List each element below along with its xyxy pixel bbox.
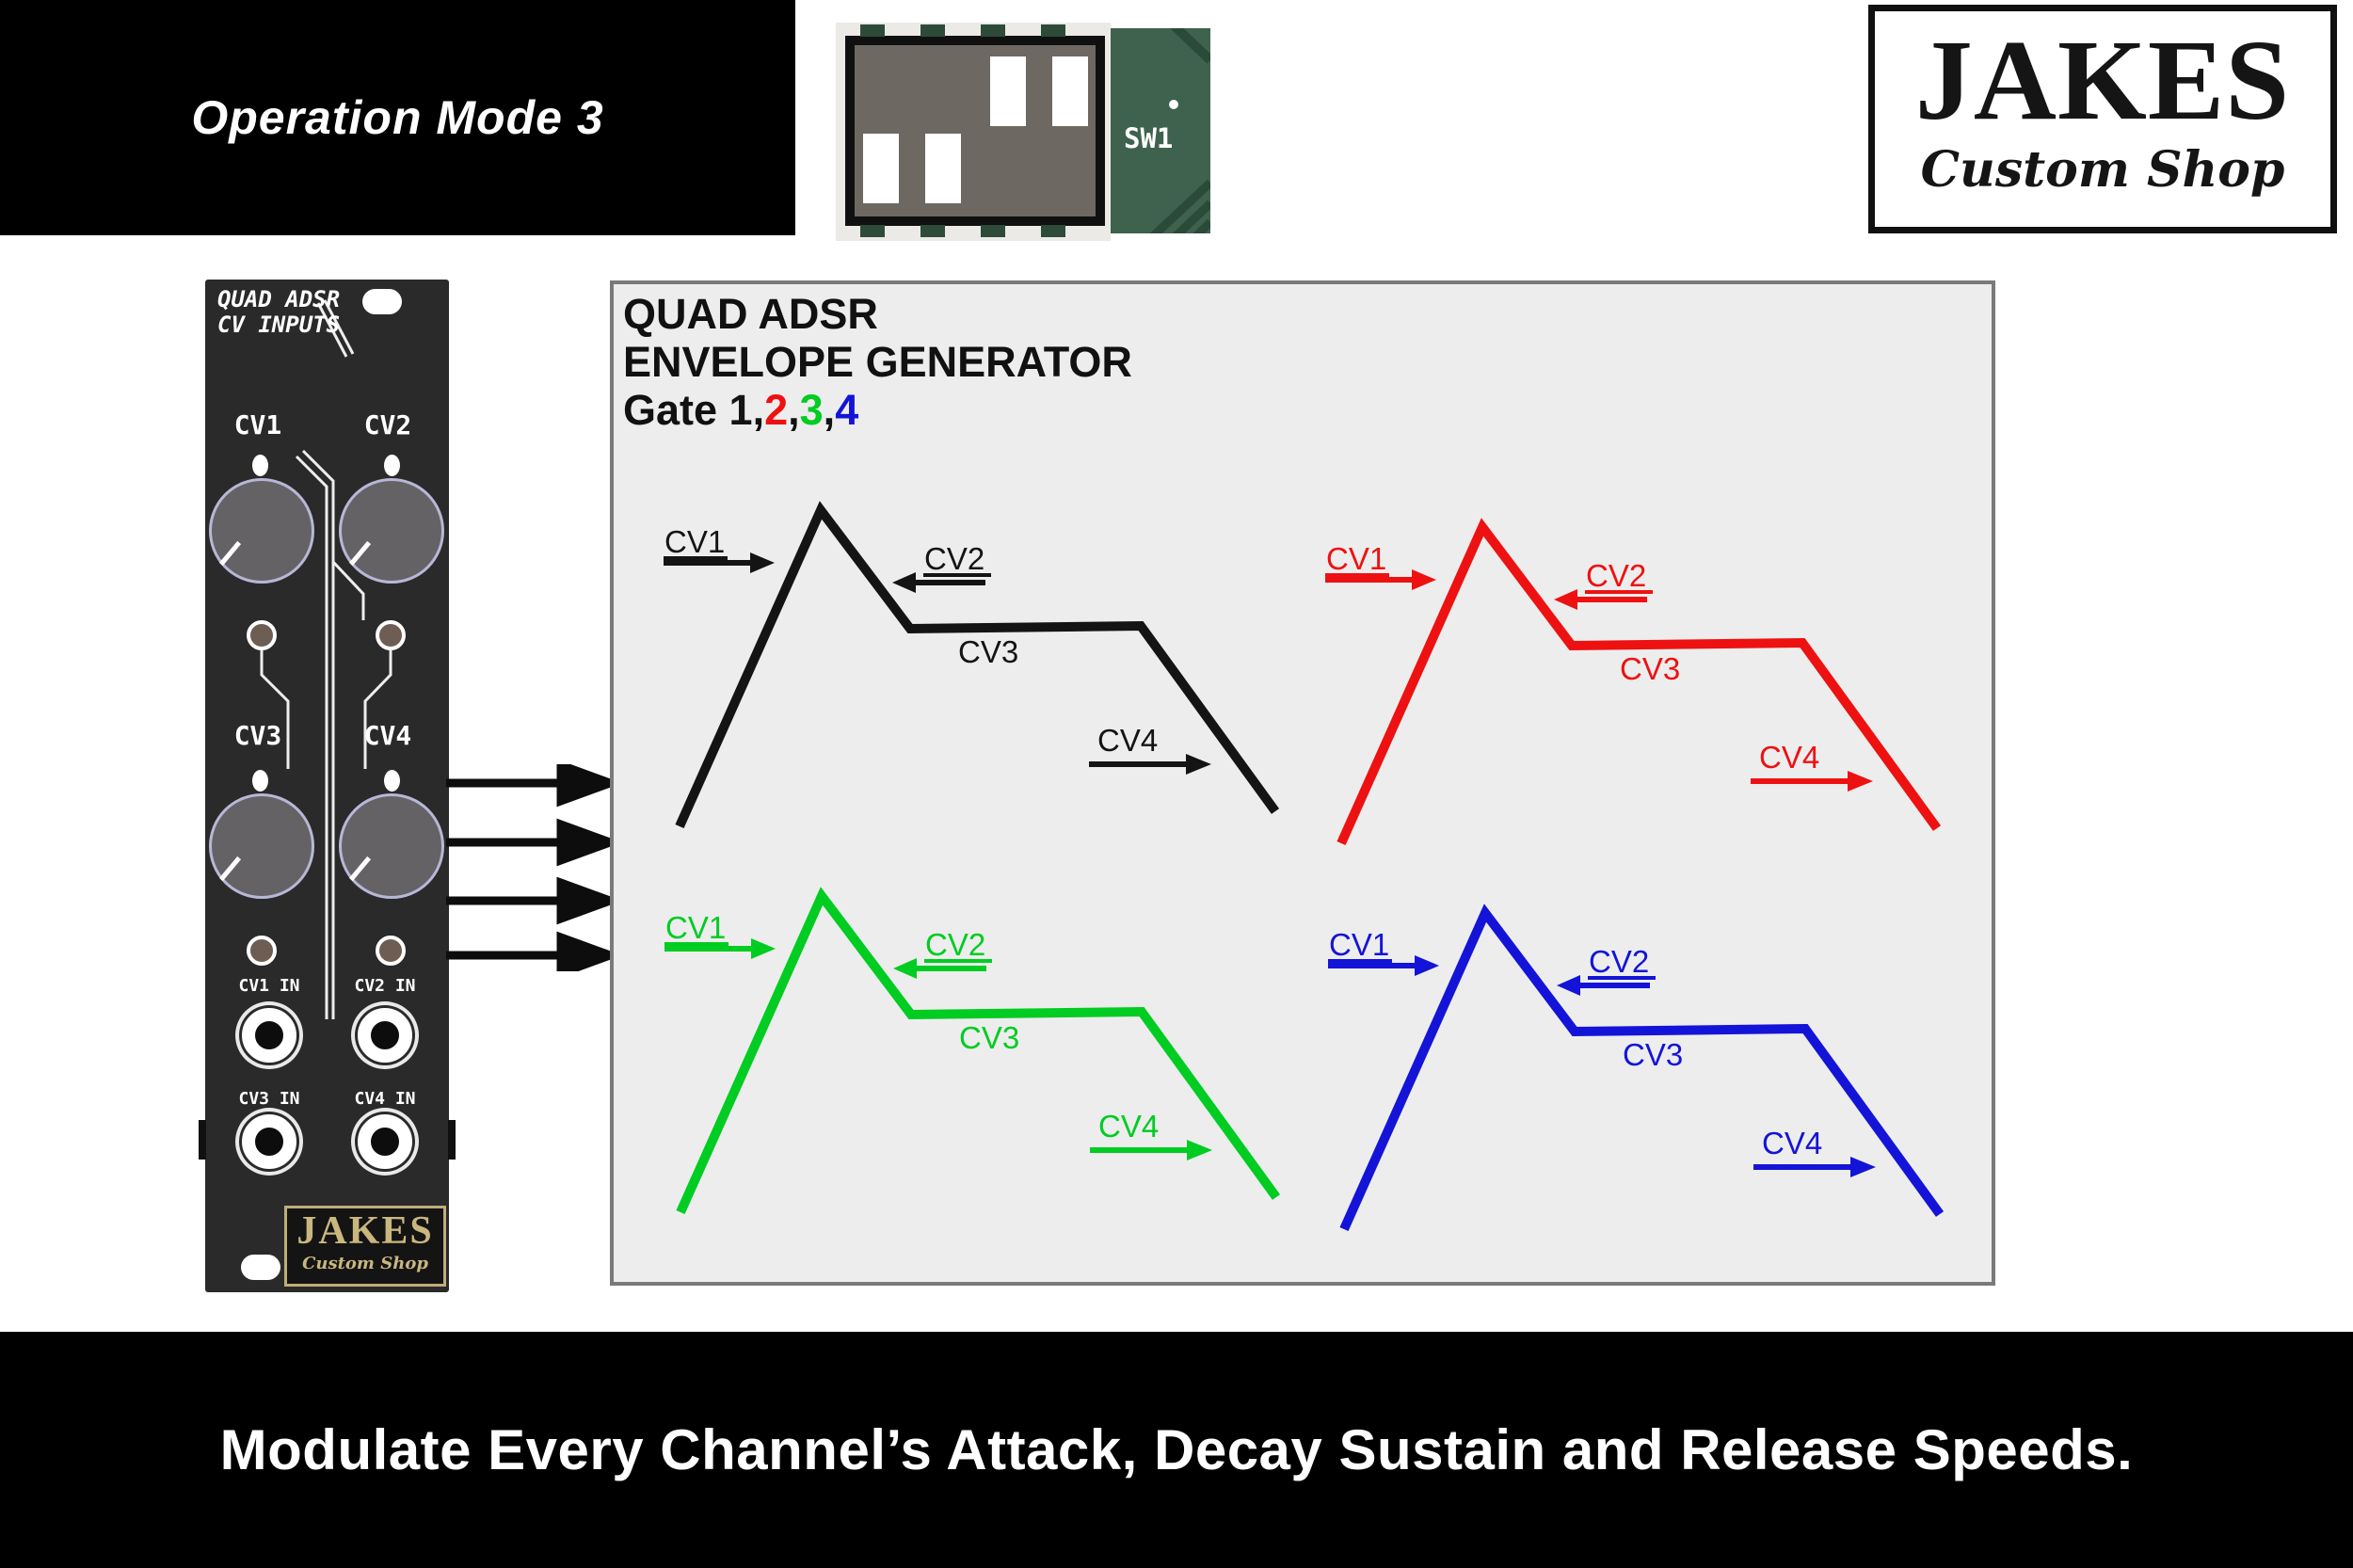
jack-label-cv3-in: CV3 IN xyxy=(238,1089,300,1109)
knob-label-cv1: CV1 xyxy=(233,409,282,440)
dip-switch-lever-1 xyxy=(863,134,899,203)
panel-trace-art xyxy=(260,299,392,1019)
svg-text:CV1: CV1 xyxy=(664,524,725,559)
trimmer-cv3 xyxy=(247,936,277,966)
logo-brand-text: JAKES xyxy=(1914,17,2291,144)
jack-cv1-in xyxy=(242,1008,296,1063)
pcb-ref-designator: SW1 xyxy=(1124,122,1174,154)
module-front-panel: QUAD ADSR CV INPUTS CV1 CV2 CV3 CV4 CV1 … xyxy=(199,280,456,1292)
dip-switch-lever-3 xyxy=(990,56,1026,126)
svg-text:CV3: CV3 xyxy=(959,1020,1019,1055)
led-cv4 xyxy=(384,770,400,792)
jack-label-cv1-in: CV1 IN xyxy=(238,976,300,996)
knob-label-cv2: CV2 xyxy=(363,409,412,440)
svg-text:CV1: CV1 xyxy=(665,910,726,945)
module-title: QUAD ADSR CV INPUTS xyxy=(217,286,341,338)
svg-text:CV2: CV2 xyxy=(924,541,984,576)
svg-text:CV3: CV3 xyxy=(958,634,1018,669)
svg-text:CV2: CV2 xyxy=(1589,944,1649,979)
panel-heading-line1: QUAD ADSR xyxy=(623,290,878,338)
jack-cv3-in xyxy=(242,1114,296,1169)
svg-text:CV3: CV3 xyxy=(1620,651,1680,686)
jack-label-cv4-in: CV4 IN xyxy=(354,1089,416,1109)
svg-text:CV2: CV2 xyxy=(1586,558,1646,593)
trimmer-cv2 xyxy=(376,620,406,650)
pcb-photo: SW1 xyxy=(836,23,1210,241)
gate-line: Gate 1,2,3,4 xyxy=(623,386,1132,434)
jack-label-cv2-in: CV2 IN xyxy=(354,976,416,996)
knob-cv2 xyxy=(339,478,444,584)
caption-banner: Modulate Every Channel’s Attack, Decay S… xyxy=(0,1332,2353,1568)
led-cv2 xyxy=(384,455,400,476)
dip-switch-lever-4 xyxy=(1052,56,1088,126)
pcb-edge-tab-left xyxy=(199,1120,206,1160)
screw-hole-top xyxy=(362,289,402,314)
svg-text:CV2: CV2 xyxy=(925,927,985,962)
led-cv1 xyxy=(252,455,268,476)
knob-cv3 xyxy=(209,793,314,899)
gate-word: Gate xyxy=(623,386,729,434)
pcb-board-section: SW1 xyxy=(1111,28,1210,233)
svg-text:CV4: CV4 xyxy=(1759,740,1819,775)
operation-mode-title: Operation Mode 3 xyxy=(191,91,604,144)
panel-heading-line2: ENVELOPE GENERATOR xyxy=(623,338,1132,386)
logo-tagline-text: Custom Shop xyxy=(1920,141,2285,199)
svg-text:CV4: CV4 xyxy=(1098,1109,1159,1144)
operation-mode-banner: Operation Mode 3 xyxy=(0,0,795,235)
badge-brand-text: JAKES xyxy=(296,1209,434,1253)
knob-cv1 xyxy=(209,478,314,584)
gate-number-3: 3 xyxy=(799,386,824,434)
pcb-pin1-dot xyxy=(1169,100,1178,109)
panel-heading: QUAD ADSR ENVELOPE GENERATOR Gate 1,2,3,… xyxy=(623,290,1132,434)
dip-switch-pins-bottom xyxy=(860,225,1092,237)
dip-switch xyxy=(845,24,1105,237)
module-badge: JAKES Custom Shop xyxy=(284,1206,446,1287)
svg-text:CV3: CV3 xyxy=(1623,1037,1683,1072)
gate-number-4: 4 xyxy=(835,386,859,434)
jack-cv2-in xyxy=(358,1008,412,1063)
badge-tagline-text: Custom Shop xyxy=(302,1254,428,1273)
jack-cv4-in xyxy=(358,1114,412,1169)
gate-list: 1,2,3,4 xyxy=(728,386,859,434)
pcb-edge-tab-right xyxy=(448,1120,456,1160)
gate-number-1: 1 xyxy=(728,386,753,434)
dip-switch-pins-top xyxy=(860,24,1092,37)
envelope-diagram-panel: QUAD ADSR ENVELOPE GENERATOR Gate 1,2,3,… xyxy=(610,280,1995,1286)
caption-text: Modulate Every Channel’s Attack, Decay S… xyxy=(219,1418,2134,1481)
svg-text:CV4: CV4 xyxy=(1762,1126,1822,1160)
knob-label-cv3: CV3 xyxy=(233,720,282,751)
cv-flow-arrows xyxy=(446,764,616,971)
svg-text:CV1: CV1 xyxy=(1329,927,1389,962)
svg-text:CV1: CV1 xyxy=(1326,541,1386,576)
knob-label-cv4: CV4 xyxy=(363,720,412,751)
jakes-logo: JAKES Custom Shop xyxy=(1868,5,2337,233)
screw-hole-bottom xyxy=(241,1255,280,1280)
dip-switch-lever-2 xyxy=(925,134,961,203)
trimmer-cv4 xyxy=(376,936,406,966)
pcb-traces xyxy=(1149,28,1210,233)
gate-number-2: 2 xyxy=(764,386,789,434)
knob-cv4 xyxy=(339,793,444,899)
trimmer-cv1 xyxy=(247,620,277,650)
led-cv3 xyxy=(252,770,268,792)
svg-text:CV4: CV4 xyxy=(1097,723,1158,758)
